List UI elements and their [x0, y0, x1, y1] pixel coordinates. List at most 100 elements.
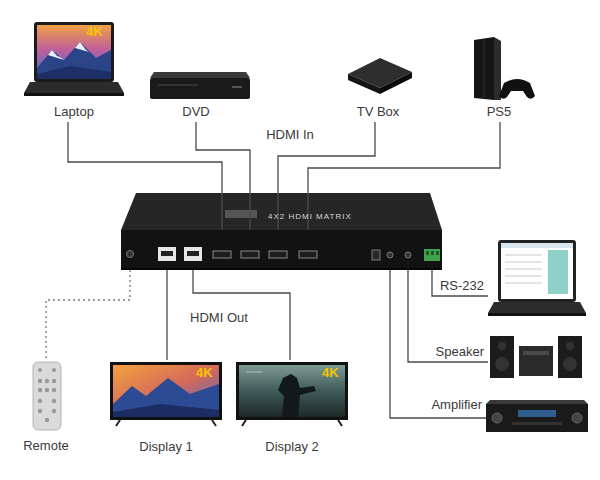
window-bar	[501, 243, 573, 248]
amplifier-buttons	[512, 422, 562, 425]
display-frame	[110, 362, 222, 420]
remote-button	[38, 409, 42, 413]
screen-foreground	[37, 66, 111, 79]
remote-button	[38, 379, 42, 383]
display-foot	[212, 420, 216, 426]
tvbox-source: TV Box	[340, 50, 416, 122]
device-label: Display 1	[108, 439, 224, 454]
speaker-tweeter	[498, 342, 506, 350]
coax-jack	[387, 252, 393, 258]
terminal-pin	[436, 251, 439, 255]
matrix-badge	[225, 210, 257, 218]
matrix-front	[121, 230, 442, 270]
window-line	[505, 269, 542, 270]
dvd-body	[150, 78, 250, 99]
tvbox-side	[380, 72, 412, 94]
console-side	[494, 37, 501, 100]
resolution-badge: 4K	[196, 365, 222, 380]
remote-button	[38, 399, 42, 403]
dvd-source: DVD	[146, 68, 246, 122]
dvd-top	[150, 72, 250, 78]
control-pc: RS-232	[488, 238, 584, 318]
hdmi-in-port	[241, 251, 259, 258]
screen-mountains	[113, 378, 219, 417]
display-sink: 4K Display 2	[234, 360, 350, 456]
screen-foreground	[113, 404, 219, 417]
hdmi-cable	[68, 122, 222, 230]
display-frame	[236, 362, 348, 420]
dvd-light	[232, 86, 242, 88]
laptop-base	[24, 82, 124, 93]
speaker-tweeter	[566, 342, 574, 350]
device-label: RS-232	[426, 278, 484, 293]
resolution-badge: 4K	[86, 24, 116, 39]
window-line	[505, 262, 542, 263]
window-line	[505, 276, 542, 277]
laptop-base-edge	[24, 93, 124, 96]
remote-button	[52, 399, 56, 403]
device-label: DVD	[146, 104, 246, 119]
audio-cable	[390, 270, 486, 418]
window-line	[505, 283, 542, 284]
tvbox-side	[348, 74, 380, 94]
laptop-source: 4K Laptop	[24, 20, 124, 122]
screen-snow	[48, 50, 64, 60]
screen-snow	[75, 42, 89, 52]
matrix-top	[121, 193, 442, 230]
laptop-bezel	[498, 240, 576, 302]
remote-button	[45, 418, 49, 422]
port-group-label: HDMI In	[250, 127, 330, 142]
display-foot	[116, 420, 120, 426]
speaker-system: Speaker	[488, 333, 584, 380]
laptop-screen	[501, 243, 573, 299]
speaker-box	[558, 336, 582, 378]
device-label: Laptop	[24, 104, 124, 119]
display-sink: 4K Display 1	[108, 360, 224, 456]
matrix-bottom-edge	[121, 268, 442, 270]
rs232-terminal	[424, 249, 440, 261]
game-hud	[246, 372, 262, 373]
device-label: Remote	[8, 438, 84, 453]
amplifier-knob	[492, 413, 502, 423]
remote-body	[33, 362, 61, 430]
hdmi-matrix: 4X2 HDMI MATRIX	[121, 230, 442, 270]
hdmi-cable	[166, 270, 167, 360]
amplifier-body	[486, 404, 588, 432]
audio-amplifier: Amplifier	[486, 398, 590, 434]
laptop-base	[488, 302, 586, 313]
screen-mountains	[37, 42, 111, 79]
remote-button	[52, 368, 56, 372]
resolution-badge: 4K	[322, 365, 348, 380]
window-line	[505, 255, 542, 256]
terminal-pin	[431, 251, 434, 255]
dvd-slot	[158, 84, 198, 86]
hdmi-in-port	[299, 251, 317, 258]
hdmi-out-port	[184, 247, 202, 261]
console-body	[474, 37, 494, 100]
hdmi-cable	[196, 122, 250, 230]
device-label: Amplifier	[414, 397, 482, 412]
hdmi-out-port	[158, 247, 176, 261]
device-label: Speaker	[424, 344, 484, 359]
ir-port	[372, 250, 380, 260]
amplifier-display	[518, 410, 556, 417]
amplifier-top	[486, 400, 588, 404]
device-label: Display 2	[234, 439, 350, 454]
terminal-pin	[426, 251, 429, 255]
laptop-base-edge	[488, 313, 586, 316]
port-group-label: HDMI Out	[179, 310, 259, 325]
dc-jack	[127, 251, 134, 258]
window-panel	[548, 250, 568, 294]
game-controller	[499, 79, 535, 99]
console-stripe	[484, 40, 485, 98]
console-source: PS5	[462, 34, 536, 122]
unit-display	[523, 351, 549, 355]
amplifier-knob	[572, 413, 582, 423]
ir-link	[46, 270, 130, 360]
device-label: TV Box	[340, 104, 416, 119]
hdmi-out-port-slot	[187, 251, 199, 256]
remote-button	[38, 368, 42, 372]
